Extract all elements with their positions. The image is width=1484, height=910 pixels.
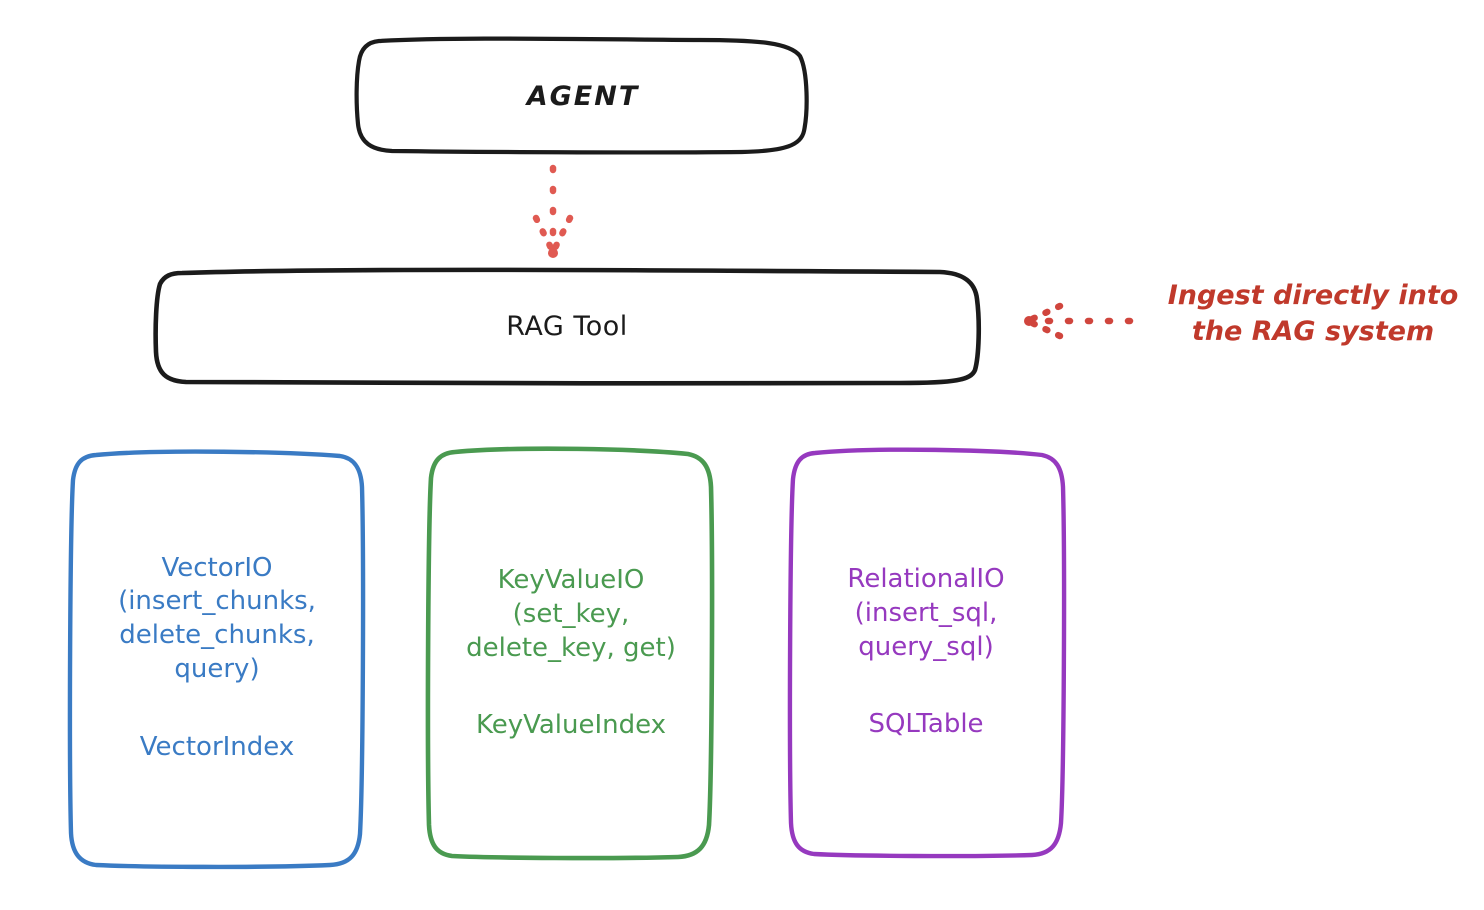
vector-io-text-group: VectorIO (insert_chunks, delete_chunks, … (72, 450, 362, 866)
relational-io-api-label: RelationalIO (insert_sql, query_sql) (847, 563, 1005, 662)
relational-io-text-group: RelationalIO (insert_sql, query_sql) SQL… (790, 450, 1062, 855)
sql-table-label: SQLTable (868, 709, 984, 740)
key-value-io-text-group: KeyValueIO (set_key, delete_key, get) Ke… (430, 450, 712, 857)
key-value-io-box[interactable] (425, 446, 715, 861)
agent-label: AGENT (526, 80, 640, 112)
agent-box[interactable] (354, 36, 809, 155)
rag-tool-label: RAG Tool (506, 310, 628, 342)
ingest-annotation-label: Ingest directly into the RAG system (1167, 280, 1459, 347)
relational-io-box[interactable] (787, 447, 1067, 859)
vector-index-label: VectorIndex (139, 731, 295, 762)
vector-io-api-label: VectorIO (insert_chunks, delete_chunks, … (118, 552, 316, 684)
rag-tool-box[interactable] (153, 267, 982, 386)
agent-to-rag-connector (532, 164, 574, 258)
vector-io-box[interactable] (67, 449, 366, 870)
key-value-index-label: KeyValueIndex (475, 710, 667, 741)
key-value-io-api-label: KeyValueIO (set_key, delete_key, get) (466, 564, 676, 663)
ingest-to-rag-connector (1024, 302, 1134, 340)
